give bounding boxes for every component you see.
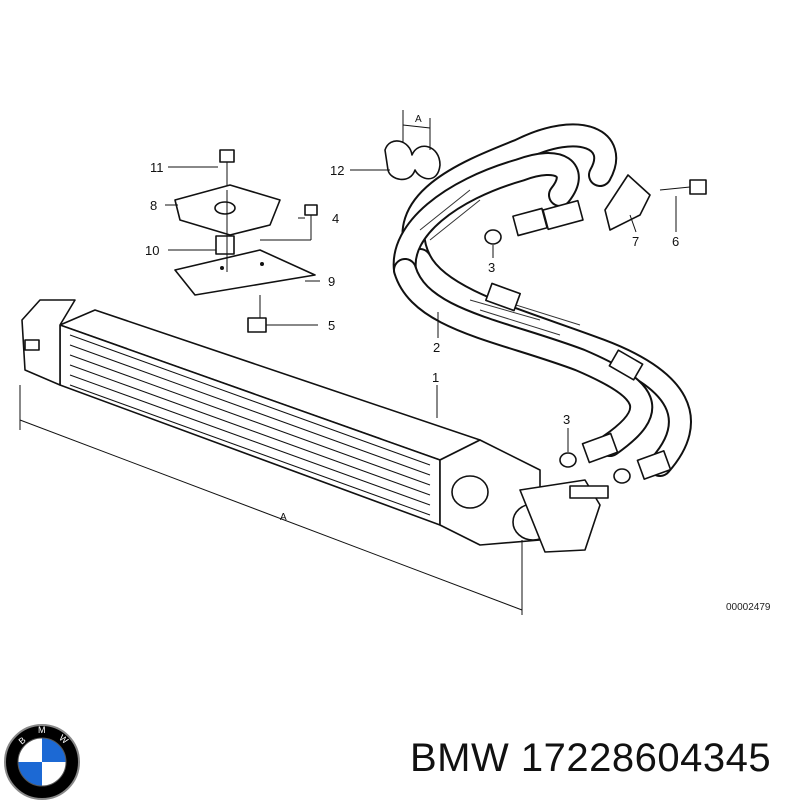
callout-8: 8	[150, 198, 157, 213]
footer: B M W BMW 17228604345	[0, 700, 800, 800]
svg-text:B: B	[17, 735, 28, 747]
callout-10: 10	[145, 243, 159, 258]
brand-name: BMW	[410, 736, 510, 780]
oil-hose-assembly	[392, 123, 692, 477]
svg-text:M: M	[38, 725, 46, 735]
callout-3-upper: 3	[488, 260, 495, 275]
callout-1: 1	[432, 370, 439, 385]
callout-7: 7	[632, 234, 639, 249]
brand-part-number: BMW 17228604345	[410, 736, 771, 781]
exploded-parts-diagram: A A	[19, 110, 771, 615]
oil-cooler	[21, 299, 609, 553]
diagram-reference-code: 00002479	[726, 602, 771, 613]
dimension-label-a-small: A	[415, 114, 422, 125]
callout-9: 9	[328, 274, 335, 289]
bmw-logo: B M W	[4, 724, 80, 800]
part-number: 17228604345	[520, 736, 772, 780]
callout-11: 11	[150, 160, 164, 175]
callout-2: 2	[433, 340, 440, 355]
callout-6: 6	[672, 234, 679, 249]
dimension-a: A	[19, 385, 523, 615]
callout-3-lower: 3	[563, 412, 570, 427]
clip-and-fittings: A	[350, 110, 707, 484]
callout-12: 12	[330, 163, 344, 178]
callout-5: 5	[328, 318, 335, 333]
mounting-hardware	[165, 149, 320, 333]
callout-4: 4	[332, 211, 339, 226]
dimension-label-a: A	[280, 512, 287, 523]
